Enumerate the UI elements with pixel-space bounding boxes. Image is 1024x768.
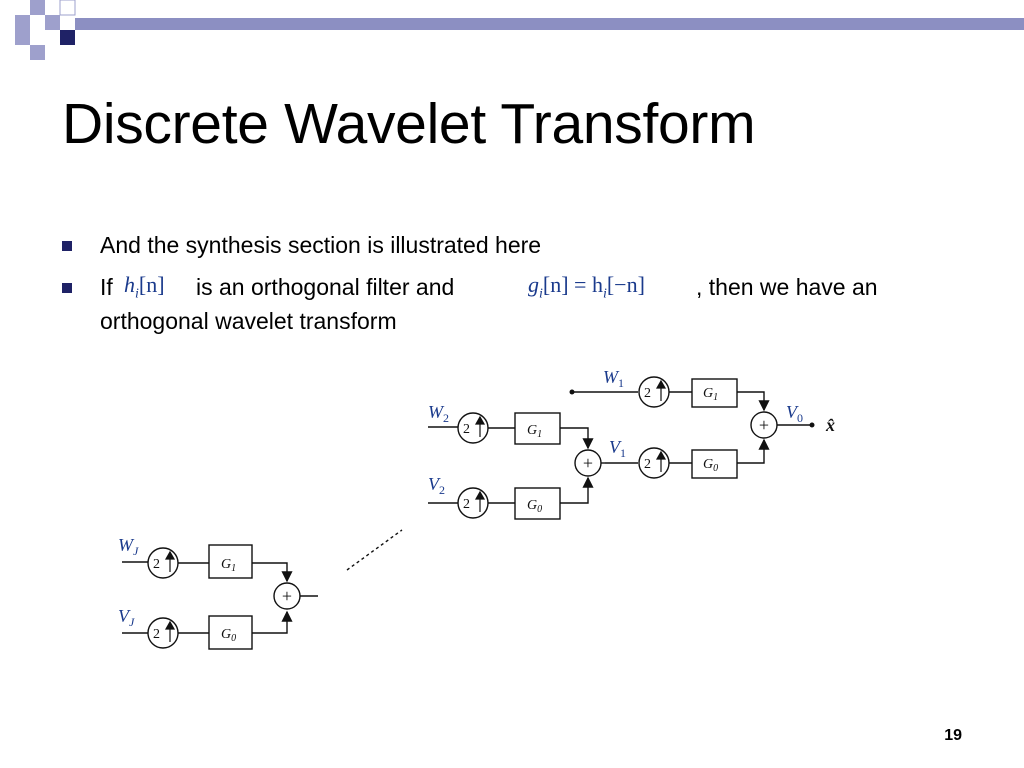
decor-square <box>30 45 45 60</box>
filter-g1-w1 <box>691 378 738 408</box>
filter-g0-v1 <box>691 449 738 479</box>
adder-symbol: + <box>282 586 292 606</box>
formula-h-sub: i <box>135 286 139 302</box>
decor-square <box>60 30 75 45</box>
bullet-middle: is an orthogonal filter and <box>196 274 455 300</box>
signal-label-v2: V2 <box>428 474 445 497</box>
signal-label-w2: W2 <box>428 402 449 425</box>
bullet-prefix: If <box>100 274 113 300</box>
up-arrow-icon <box>655 379 667 389</box>
wire <box>560 427 594 450</box>
upsample-factor: 2 <box>153 627 160 642</box>
formula-g: gi[n] = hi[−n] <box>528 274 645 301</box>
filter-label: G0 <box>703 457 718 474</box>
formula-g-sub: i <box>539 286 543 302</box>
up-arrow-icon <box>164 620 176 630</box>
formula-g-sub2: i <box>602 286 607 302</box>
bullet-suffix: , then we have an <box>696 274 878 300</box>
formula-h-symbol: h <box>124 272 135 297</box>
decor-square <box>30 0 45 15</box>
decor-square <box>15 30 30 45</box>
wire <box>560 476 594 504</box>
wire <box>737 438 770 464</box>
wire <box>737 391 770 412</box>
upsample-factor: 2 <box>463 422 470 437</box>
upsample-factor: 2 <box>644 457 651 472</box>
up-arrow-icon <box>474 490 486 500</box>
bullet-line2: orthogonal wavelet transform <box>100 308 397 334</box>
wire <box>252 610 293 634</box>
upsample-factor: 2 <box>644 386 651 401</box>
page-number: 19 <box>944 727 962 744</box>
bullet-text: And the synthesis section is illustrated… <box>100 232 542 258</box>
filter-label: G0 <box>221 627 236 644</box>
wire <box>252 562 293 583</box>
node-dot <box>809 422 815 428</box>
node-dot <box>569 389 575 395</box>
signal-label-w1: W1 <box>603 367 624 390</box>
filter-label: G1 <box>703 386 718 403</box>
upsample-factor: 2 <box>463 497 470 512</box>
adder-symbol: + <box>583 453 593 473</box>
decor-square <box>15 15 30 30</box>
filter-label: G1 <box>527 423 542 440</box>
decor-square <box>59 0 76 16</box>
signal-label-vj: VJ <box>118 606 135 629</box>
bullet-marker <box>62 283 72 293</box>
bullet-marker <box>62 241 72 251</box>
formula-h-arg: [n] <box>138 272 165 297</box>
filter-label: G1 <box>221 557 236 574</box>
formula-g-rest: [n] = h <box>542 272 603 297</box>
formula-g-arg: [−n] <box>606 272 645 297</box>
signal-label-wj: WJ <box>118 535 139 558</box>
continuation-dashes <box>346 529 403 571</box>
up-arrow-icon <box>474 415 486 425</box>
output-symbol: x̂ <box>825 415 835 435</box>
slide-decoration <box>15 0 1024 60</box>
adder-symbol: + <box>759 415 769 435</box>
formula-h: hi[n] <box>124 274 165 301</box>
signal-label-v1: V1 <box>609 437 626 460</box>
formula-g-symbol: g <box>528 272 539 297</box>
filter-label: G0 <box>527 498 542 515</box>
up-arrow-icon <box>164 550 176 560</box>
upsample-factor: 2 <box>153 557 160 572</box>
signal-label-v0: V0 <box>786 402 803 425</box>
decor-square <box>45 15 60 30</box>
filter-g1-wj <box>208 544 253 579</box>
up-arrow-icon <box>655 450 667 460</box>
slide-title: Discrete Wavelet Transform <box>62 92 756 156</box>
top-rule <box>75 18 1024 30</box>
